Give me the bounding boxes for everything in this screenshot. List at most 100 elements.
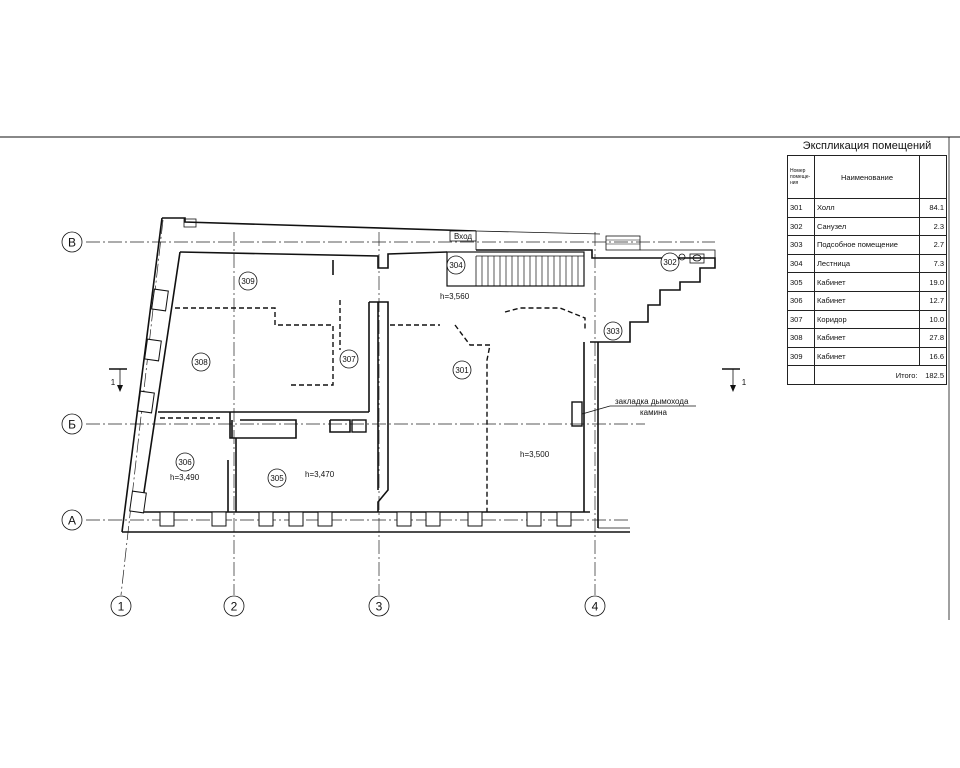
axis-label-4: 4 (592, 600, 599, 614)
axis-bubble-v: В (61, 231, 83, 253)
sanitary-fixtures (678, 253, 705, 264)
section-mark-left: 1 (109, 368, 127, 392)
axis-bubble-2: 2 (223, 595, 245, 617)
row-name: Кабинет (814, 272, 920, 292)
row-area: 7.3 (919, 253, 947, 274)
header-num-line2: помеще- (790, 174, 811, 180)
entrance-block: Вход (449, 230, 477, 242)
height-label-306: h=3,490 (170, 473, 200, 482)
room-bubble-303: 303 (603, 321, 623, 341)
explication-header-row: Номер помеще- ния Наименование (787, 155, 947, 199)
row-num: 308 (787, 328, 815, 348)
room-number-309: 309 (241, 277, 255, 286)
entrance-label: Вход (454, 232, 472, 241)
row-name: Лестница (814, 253, 920, 274)
interior-walls (158, 260, 583, 512)
room-bubble-302: 302 (660, 252, 680, 272)
row-name: Санузел (814, 216, 920, 237)
axis-label-3: 3 (376, 600, 383, 614)
axis-label-v: В (68, 236, 76, 250)
axis-bubble-4: 4 (584, 595, 606, 617)
west-windows (129, 288, 169, 514)
row-name: Коридор (814, 309, 920, 330)
row-num: 309 (787, 346, 815, 367)
room-number-307: 307 (342, 355, 356, 364)
explication-title: Экспликация помещений (802, 140, 932, 152)
row-name: Подсобное помещение (814, 235, 920, 255)
room-bubble-304: 304 (446, 255, 466, 275)
stair-treads (481, 256, 579, 286)
room-number-302: 302 (663, 258, 677, 267)
section-mark-right-label: 1 (742, 378, 747, 387)
axis-bubble-a: А (61, 509, 83, 531)
axis-label-b: Б (68, 418, 76, 432)
height-label-305: h=3,470 (305, 470, 335, 479)
row-num: 307 (787, 309, 815, 330)
room-bubble-301: 301 (452, 360, 472, 380)
header-area (919, 155, 947, 199)
total-row: Итого: 182.5 (787, 365, 947, 385)
room-bubble-307: 307 (339, 349, 359, 369)
header-num-line3: ния (790, 180, 799, 186)
axis-label-a: А (68, 514, 76, 528)
row-num: 306 (787, 290, 815, 311)
section-mark-left-label: 1 (111, 378, 116, 387)
row-area: 2.7 (919, 235, 947, 255)
staircase (446, 251, 585, 287)
row-name: Холл (814, 198, 920, 218)
axis-label-2: 2 (231, 600, 238, 614)
row-num: 301 (787, 198, 815, 218)
room-bubble-308: 308 (191, 352, 211, 372)
south-windows (159, 511, 572, 527)
west-porch (183, 218, 197, 228)
row-name: Кабинет (814, 290, 920, 311)
height-label-hall-south: h=3,500 (520, 450, 550, 459)
axis-bubble-3: 3 (368, 595, 390, 617)
room-number-303: 303 (606, 327, 620, 336)
header-num-line1: Номер (790, 168, 806, 174)
room-number-306: 306 (178, 458, 192, 467)
row-area: 27.8 (919, 328, 947, 348)
room-number-305: 305 (270, 474, 284, 483)
row-num: 304 (787, 253, 815, 274)
axis-label-1: 1 (118, 600, 125, 614)
room-number-308: 308 (194, 358, 208, 367)
north-porch (605, 235, 641, 251)
outer-walls (121, 217, 716, 533)
row-num: 302 (787, 216, 815, 237)
axis-bubble-b: Б (61, 413, 83, 435)
row-area: 84.1 (919, 198, 947, 218)
annotation-line-2: камина (640, 408, 668, 417)
total-spacer (787, 365, 815, 385)
header-name: Наименование (814, 155, 920, 199)
room-number-304: 304 (449, 261, 463, 270)
row-num: 303 (787, 235, 815, 255)
dashed-partitions (160, 300, 586, 512)
row-area: 19.0 (919, 272, 947, 292)
room-bubble-309: 309 (238, 271, 258, 291)
room-bubble-305: 305 (267, 468, 287, 488)
room-bubble-306: 306 (175, 452, 195, 472)
row-area: 10.0 (919, 309, 947, 330)
height-label-hall-north: h=3,560 (440, 292, 470, 301)
total-label: Итого: (814, 365, 920, 385)
header-room-number: Номер помеще- ния (787, 155, 815, 199)
row-area: 2.3 (919, 216, 947, 237)
total-value: 182.5 (919, 365, 947, 385)
row-name: Кабинет (814, 328, 920, 348)
section-mark-right: 1 (722, 368, 747, 392)
row-area: 16.6 (919, 346, 947, 367)
room-number-301: 301 (455, 366, 469, 375)
